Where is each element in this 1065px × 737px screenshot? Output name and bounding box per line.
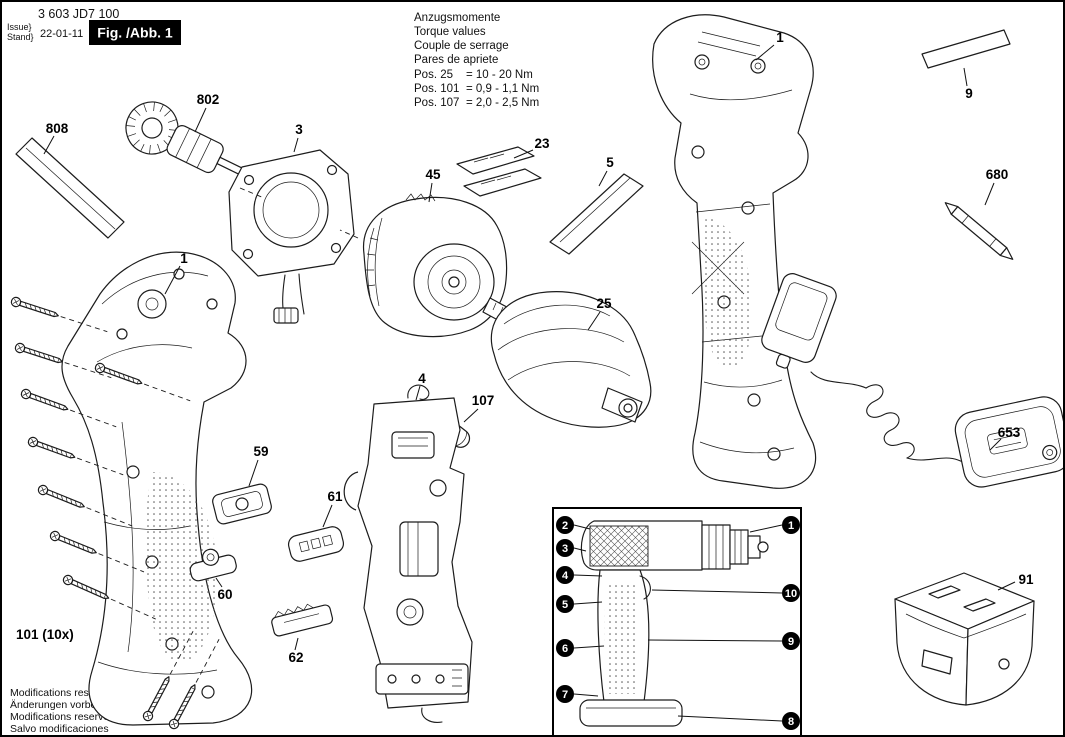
figure-label-box (89, 20, 181, 45)
callout-3: 3 (295, 122, 303, 137)
inset-badge-6: 6 (556, 639, 574, 657)
inset-badge-10: 10 (782, 584, 800, 602)
inset-badge-7: 7 (556, 685, 574, 703)
part-3-motor-stator: 3 (228, 122, 355, 324)
inset-badge-1: 1 (782, 516, 800, 534)
torque-row2-val: = 0,9 - 1,1 Nm (466, 83, 539, 95)
inset-drill-drawing (579, 520, 769, 727)
part-9-label-strip: 9 (921, 29, 1011, 101)
torque-line-es: Pares de apriete (414, 54, 498, 66)
part-25-chuck: 25 (490, 291, 652, 428)
callout-1-right: 1 (776, 30, 784, 45)
inset-badge-8-label: 8 (788, 716, 794, 728)
part-59-button-plate: 59 (212, 444, 272, 525)
inset-assembled-view: 1 2 3 4 5 6 7 8 9 10 (552, 507, 802, 735)
part-808-label-strip: 808 (15, 121, 125, 239)
callout-45: 45 (425, 167, 441, 182)
header-block: 3 603 JD7 100 Issue} Stand} 22-01-11 Fig… (7, 7, 181, 45)
part-61-switch-cap: 61 (287, 489, 345, 562)
callout-1-left: 1 (180, 251, 188, 266)
part-23-clips: 23 (456, 136, 550, 197)
inset-badge-4: 4 (556, 566, 574, 584)
torque-row3-pos: Pos. 107 (414, 97, 459, 109)
inset-badge-8: 8 (782, 712, 800, 730)
torque-line-de: Anzugsmomente (414, 12, 500, 24)
inset-badge-7-label: 7 (562, 689, 568, 701)
callout-101: 101 (10x) (16, 627, 74, 642)
callout-23: 23 (534, 136, 550, 151)
callout-808: 808 (46, 121, 69, 136)
part-number: 3 603 JD7 100 (38, 7, 119, 21)
inset-badge-1-label: 1 (788, 520, 794, 532)
callout-59: 59 (253, 444, 268, 459)
callout-107: 107 (472, 393, 495, 408)
callout-62: 62 (288, 650, 303, 665)
issue-label: Issue} (7, 22, 32, 32)
callout-60: 60 (217, 587, 232, 602)
torque-line-fr: Couple de serrage (414, 40, 509, 52)
issue-date: 22-01-11 (40, 28, 83, 40)
torque-row2-pos: Pos. 101 (414, 83, 459, 95)
callout-4: 4 (418, 371, 426, 386)
inset-badge-9-label: 9 (788, 636, 794, 648)
torque-row1-pos: Pos. 25 (414, 69, 453, 81)
callout-5: 5 (606, 155, 614, 170)
inset-badge-5-label: 5 (562, 599, 568, 611)
part-653-charger: 653 (761, 273, 1063, 488)
inset-badge-2: 2 (556, 516, 574, 534)
charger-cord (810, 371, 867, 389)
part-5-slider: 5 (549, 155, 644, 255)
callout-9: 9 (965, 86, 973, 101)
figure-label: Fig. /Abb. 1 (97, 25, 173, 41)
torque-row1-val: = 10 - 20 Nm (466, 69, 533, 81)
part-62-clip: 62 (271, 603, 334, 665)
assembly-dashed-lines (239, 187, 359, 239)
inset-badge-9: 9 (782, 632, 800, 650)
inset-leader-lines (573, 524, 783, 722)
torque-line-en: Torque values (414, 26, 486, 38)
part-60-knob: 60 (189, 548, 237, 602)
charger-cradle (954, 396, 1063, 488)
screws-101: 101 (10x) (9, 295, 224, 731)
inset-badge-10-label: 10 (785, 588, 797, 600)
footer-line-fr: Modifications reservées (10, 711, 120, 723)
part-91-battery: 91 (894, 572, 1035, 706)
callout-61: 61 (327, 489, 343, 504)
torque-note: Anzugsmomente Torque values Couple de se… (414, 12, 539, 109)
part-45-gearbox: 45 (362, 167, 517, 338)
callout-91: 91 (1018, 572, 1034, 587)
torque-row3-val: = 2,0 - 2,5 Nm (466, 97, 539, 109)
inset-badge-4-label: 4 (562, 570, 569, 582)
callout-802: 802 (197, 92, 220, 107)
footer-line-es: Salvo modificaciones (10, 723, 109, 735)
callout-680: 680 (986, 167, 1009, 182)
part-1-right-housing: 1 (652, 14, 817, 489)
callout-653: 653 (998, 425, 1021, 440)
part-4-switch-module: 4 (343, 371, 473, 723)
part-680-screwdriver-bit: 680 (944, 167, 1014, 260)
charger-adapter (761, 273, 837, 369)
inset-badge-2-label: 2 (562, 520, 568, 532)
inset-badge-5: 5 (556, 595, 574, 613)
inset-badge-3: 3 (556, 539, 574, 557)
part-1-left-housing: 1 (61, 251, 253, 726)
callout-25: 25 (596, 296, 612, 311)
inset-badge-6-label: 6 (562, 643, 568, 655)
stand-label: Stand} (7, 32, 34, 42)
inset-badge-3-label: 3 (562, 543, 568, 555)
